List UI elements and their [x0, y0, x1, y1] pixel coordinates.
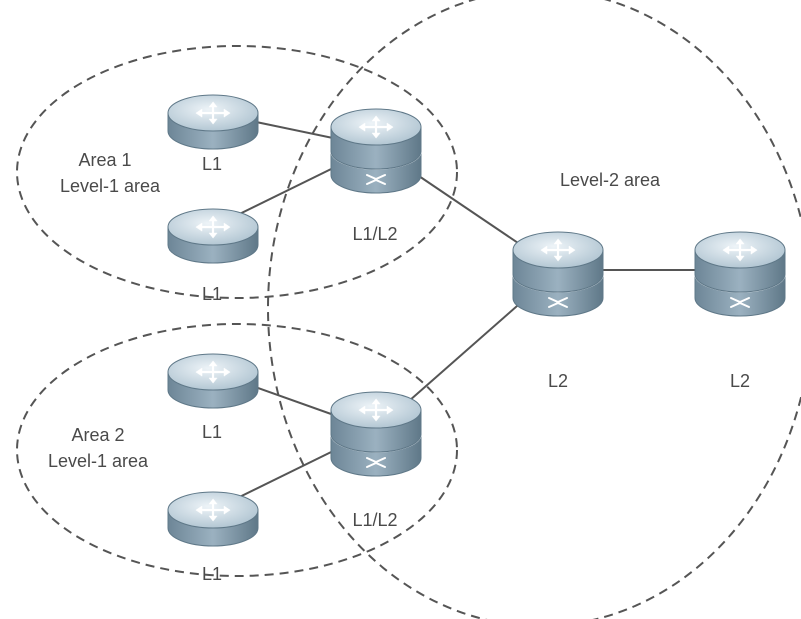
router-r6-icon — [330, 391, 422, 477]
router-r8-icon — [694, 231, 786, 317]
router-labels: L1 L1 L1/L2 L1 L1 L1/L2 L2 L2 — [202, 154, 750, 584]
router-label-r6: L1/L2 — [352, 510, 397, 530]
area-boundaries — [16, 0, 801, 619]
router-label-r2: L1 — [202, 284, 222, 304]
router-arrows-glyph — [722, 238, 758, 262]
router-r4-icon — [167, 353, 259, 409]
level-2-area-name: Level-2 area — [560, 170, 661, 190]
area-1-name: Area 1 — [78, 150, 131, 170]
area-2-level: Level-1 area — [48, 451, 149, 471]
area-1-level: Level-1 area — [60, 176, 161, 196]
router-r7-icon — [512, 231, 604, 317]
area-2-boundary — [16, 323, 458, 577]
router-r3-icon — [330, 108, 422, 194]
area-2-name: Area 2 — [71, 425, 124, 445]
router-r5-icon — [167, 491, 259, 547]
router-arrows-glyph — [195, 498, 231, 522]
router-arrows-glyph — [195, 101, 231, 125]
router-r1-icon — [167, 94, 259, 150]
router-links — [212, 112, 740, 511]
router-label-r3: L1/L2 — [352, 224, 397, 244]
router-arrows-glyph — [540, 238, 576, 262]
router-arrows-glyph — [358, 398, 394, 422]
router-label-r8: L2 — [730, 371, 750, 391]
router-arrows-glyph — [358, 115, 394, 139]
router-label-r1: L1 — [202, 154, 222, 174]
switch-arrows-glyph — [730, 297, 750, 308]
router-label-r7: L2 — [548, 371, 568, 391]
area-1-boundary — [16, 45, 458, 299]
router-label-r5: L1 — [202, 564, 222, 584]
switch-arrows-glyph — [366, 174, 386, 185]
router-arrows-glyph — [195, 215, 231, 239]
router-arrows-glyph — [195, 360, 231, 384]
area-labels: Area 1 Level-1 area Area 2 Level-1 area … — [48, 150, 661, 471]
switch-arrows-glyph — [366, 457, 386, 468]
routers — [167, 94, 786, 547]
router-r2-icon — [167, 208, 259, 264]
switch-arrows-glyph — [548, 297, 568, 308]
router-label-r4: L1 — [202, 422, 222, 442]
